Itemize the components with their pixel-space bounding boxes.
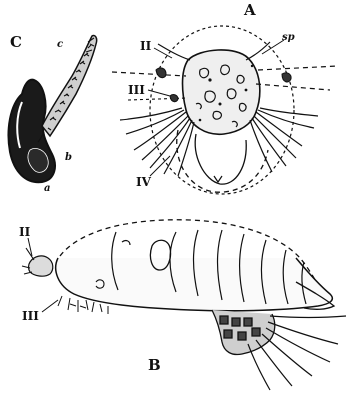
panel-a-label: A [243,1,256,19]
panel-a: A sp II III IV [112,1,338,194]
panel-a-leg-base-left-lower [170,95,178,102]
panel-a-leg-line-right-upper [258,66,338,70]
panel-a-right-setae-illustration [250,108,318,172]
panel-a-label-sp: sp [282,32,295,43]
panel-a-left-setae-illustration [120,108,194,176]
panel-a-abdomen-outline [177,130,268,192]
panel-a-stalk-left [158,44,190,60]
panel-a-leg-line-right-lower [256,84,330,90]
panel-a-body-illustration [183,50,260,134]
panel-a-label-ii: II [140,39,152,53]
panel-a-leg-base-left [156,68,166,78]
emerging-larva-illustration [42,35,97,136]
panel-b: II III B [19,220,346,390]
panel-a-label-iii: III [128,83,145,97]
panel-a-iv-pointer [150,156,170,176]
panel-b-label-iii: III [22,309,39,323]
panel-b-label-ii: II [19,225,31,239]
panel-b-mark-illustration [122,241,130,245]
panel-b-head-illustration [29,256,53,276]
panel-c: C c b a [9,33,97,194]
panel-b-label: B [148,356,161,374]
panel-a-leg-base-right [282,73,291,82]
panel-a-leg-line-left-lower [128,98,188,100]
panel-c-label: C [10,33,22,51]
panel-b-iii-pointer [42,300,58,312]
panel-c-label-a: a [44,183,50,194]
panel-c-label-b: b [65,152,72,163]
panel-a-tail-tip-illustration [214,176,222,182]
panel-a-leg-line-left-upper [112,72,186,76]
panel-a-label-iv: IV [136,175,152,189]
panel-a-pear-illustration [195,134,246,184]
panel-c-label-c: c [57,39,63,50]
